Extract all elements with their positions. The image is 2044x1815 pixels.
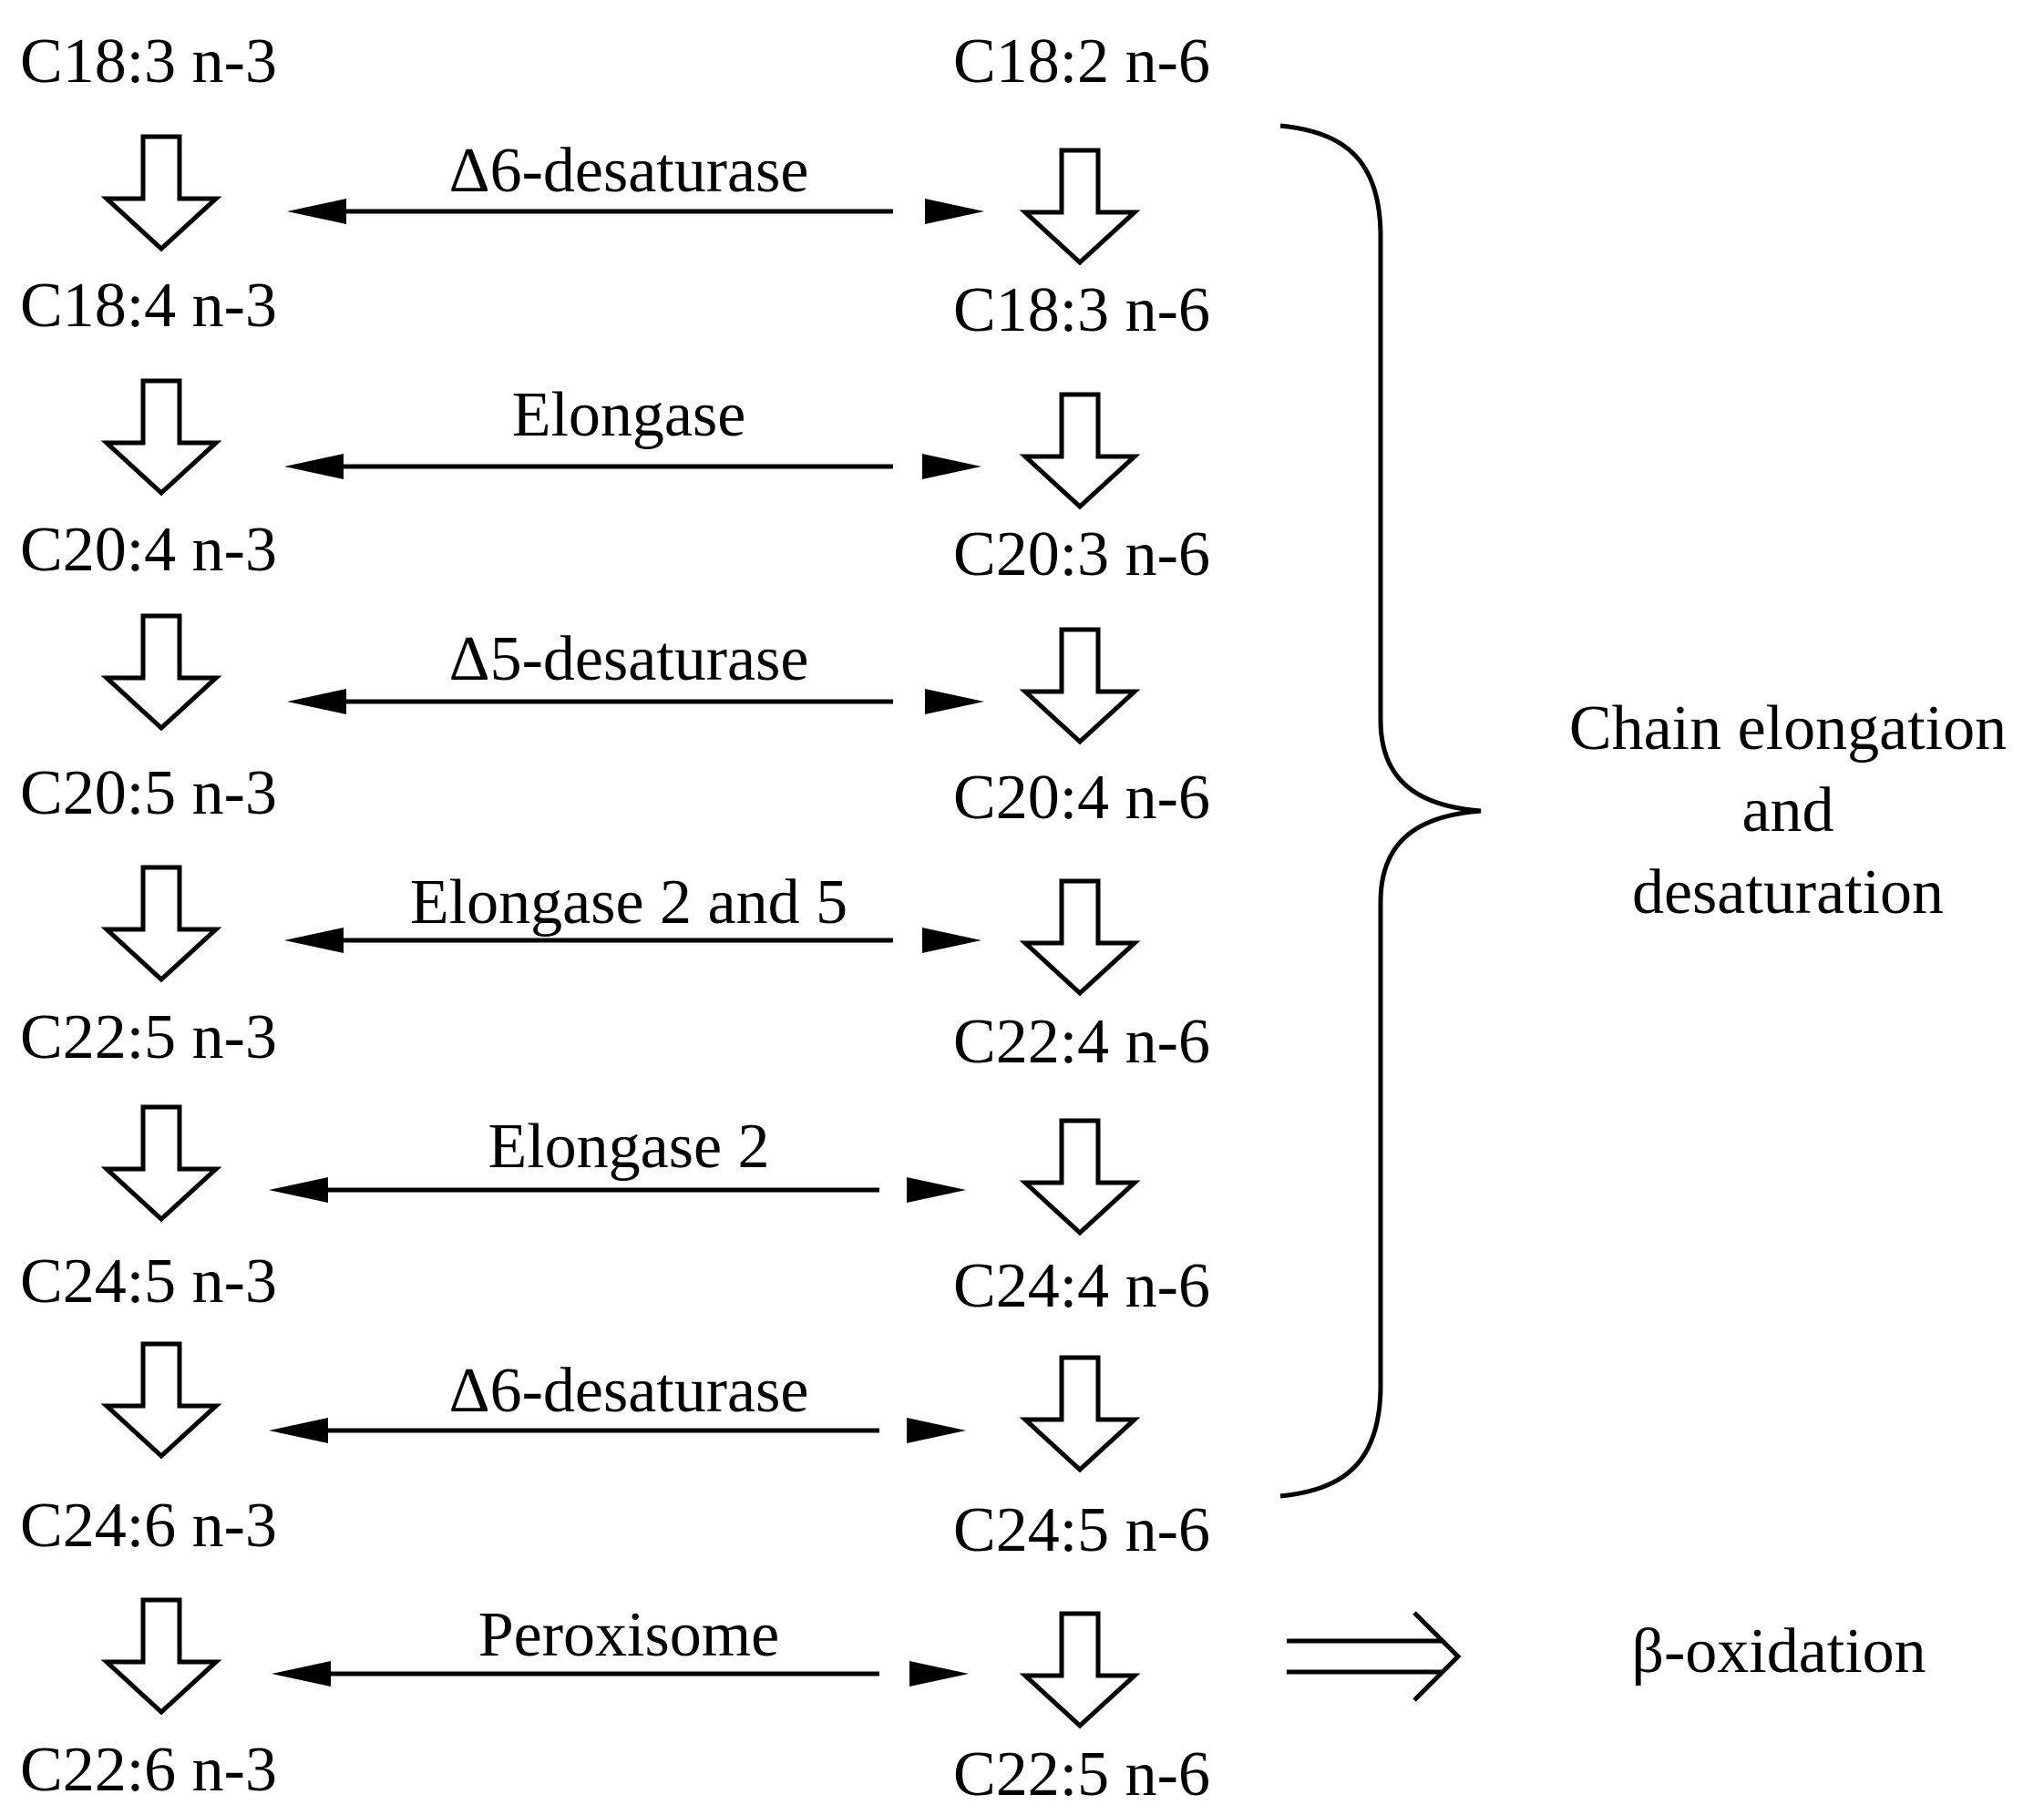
right-arrowhead	[922, 928, 981, 953]
n6-acid-2: C20:3 n-6	[953, 519, 1210, 590]
n6-acid-3: C20:4 n-6	[953, 763, 1210, 833]
enzyme-step-3: Δ5-desaturase	[287, 624, 984, 714]
n6-acid-5: C24:4 n-6	[953, 1251, 1210, 1321]
right-arrowhead	[922, 454, 981, 479]
n3-column: C18:3 n-3 C18:4 n-3 C20:4 n-3 C20:5 n-3 …	[20, 26, 277, 1805]
enzyme-step-1: Δ6-desaturase	[287, 136, 984, 224]
n3-acid-0: C18:3 n-3	[20, 26, 277, 97]
bracket-label-line-1: Chain elongation	[1569, 693, 2007, 764]
enzyme-label: Δ6-desaturase	[449, 136, 809, 206]
n3-step-arrows	[100, 134, 222, 1716]
implies-arrow-head	[1412, 1611, 1462, 1702]
n3-down-arrow-7	[100, 1597, 222, 1716]
enzyme-step-7: Peroxisome	[272, 1600, 969, 1687]
bracket-label-line-3: desaturation	[1632, 857, 1944, 928]
enzyme-label: Elongase 2 and 5	[410, 867, 847, 938]
n3-down-arrow-1	[100, 134, 222, 252]
n3-down-arrow-4	[100, 865, 222, 983]
n3-down-arrow-2	[100, 378, 222, 497]
right-arrowhead	[907, 1177, 966, 1203]
enzyme-label: Elongase	[512, 380, 746, 450]
left-arrowhead	[272, 1661, 331, 1687]
enzyme-label: Peroxisome	[478, 1600, 780, 1670]
left-arrowhead	[284, 928, 344, 953]
n3-acid-2: C20:4 n-3	[20, 515, 277, 585]
n3-down-arrow-6	[100, 1341, 222, 1460]
n3-acid-7: C22:6 n-3	[20, 1735, 277, 1805]
n6-step-arrows	[1019, 148, 1141, 1729]
n3-down-arrow-3	[100, 613, 222, 732]
n6-acid-1: C18:3 n-6	[953, 275, 1210, 345]
n6-down-arrow-3	[1019, 627, 1141, 745]
enzyme-step-2: Elongase	[284, 380, 981, 479]
enzyme-step-6: Δ6-desaturase	[269, 1356, 966, 1443]
n3-acid-1: C18:4 n-3	[20, 271, 277, 341]
bracket-label-line-2: and	[1741, 775, 1833, 846]
outcome-label: β-oxidation	[1631, 1616, 1926, 1687]
n3-acid-5: C24:5 n-3	[20, 1246, 277, 1317]
right-arrowhead	[907, 1418, 966, 1443]
left-arrowhead	[287, 689, 346, 714]
n6-down-arrow-1	[1019, 148, 1141, 266]
left-arrowhead	[284, 454, 344, 479]
right-arrowhead	[909, 1661, 969, 1687]
n6-down-arrow-2	[1019, 392, 1141, 510]
bracket-label: Chain elongation and desaturation	[1569, 693, 2007, 928]
left-arrowhead	[269, 1418, 328, 1443]
left-arrowhead	[287, 199, 346, 224]
implies-arrow	[1287, 1611, 1462, 1702]
n3-acid-6: C24:6 n-3	[20, 1491, 277, 1561]
n6-acid-0: C18:2 n-6	[953, 26, 1210, 97]
n3-acid-3: C20:5 n-3	[20, 758, 277, 828]
enzyme-step-4: Elongase 2 and 5	[284, 867, 981, 953]
n3-acid-4: C22:5 n-3	[20, 1002, 277, 1072]
n6-acid-7: C22:5 n-6	[953, 1739, 1210, 1810]
n6-acid-6: C24:5 n-6	[953, 1495, 1210, 1565]
right-arrowhead	[925, 199, 984, 224]
n6-down-arrow-5	[1019, 1118, 1141, 1236]
enzyme-step-5: Elongase 2	[269, 1112, 966, 1203]
n6-down-arrow-4	[1019, 878, 1141, 997]
n6-column: C18:2 n-6 C18:3 n-6 C20:3 n-6 C20:4 n-6 …	[953, 26, 1210, 1810]
enzyme-steps: Δ6-desaturase Elongase Δ5-desaturase Elo…	[269, 136, 984, 1687]
n6-acid-4: C22:4 n-6	[953, 1007, 1210, 1077]
curly-brace	[1279, 123, 1482, 1499]
enzyme-label: Δ6-desaturase	[449, 1356, 809, 1426]
n6-down-arrow-7	[1019, 1611, 1141, 1729]
left-arrowhead	[269, 1177, 328, 1203]
enzyme-label: Elongase 2	[488, 1112, 769, 1182]
n6-down-arrow-6	[1019, 1355, 1141, 1473]
enzyme-label: Δ5-desaturase	[449, 624, 809, 694]
n3-down-arrow-5	[100, 1104, 222, 1223]
right-arrowhead	[925, 689, 984, 714]
